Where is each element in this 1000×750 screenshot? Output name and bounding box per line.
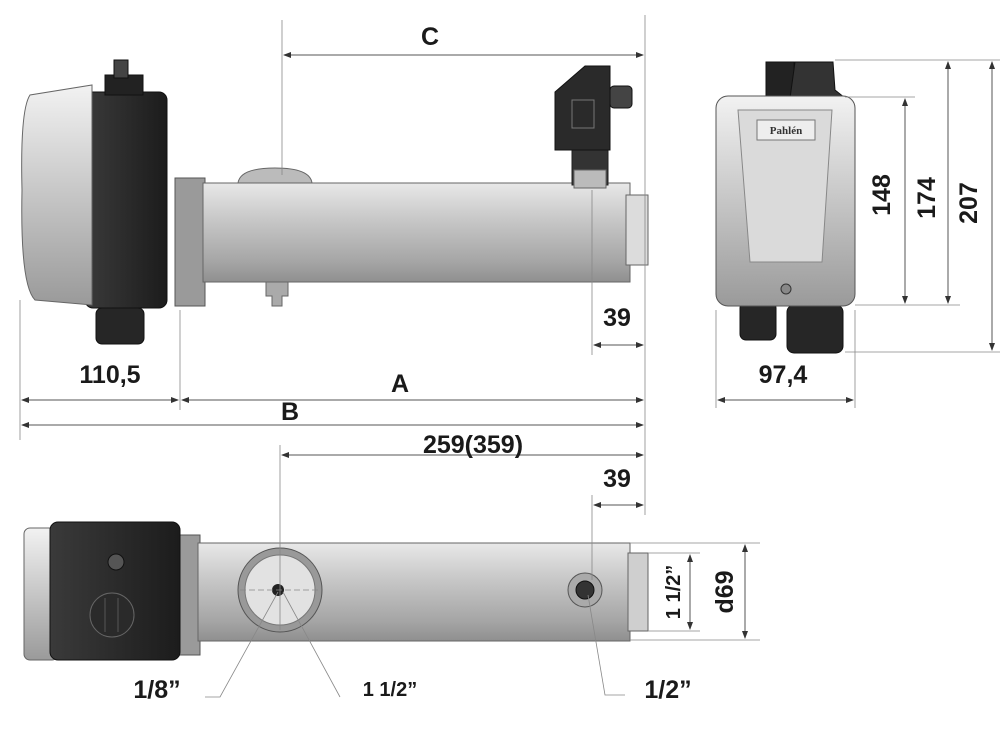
height-148-label: 148 [868, 174, 896, 216]
top-port-dome [237, 167, 313, 184]
cable-gland [609, 85, 633, 109]
bottom-dimensions: 259(359) 39 1 1/2” d69 1/8” 1 1/2” 1/2” [133, 431, 760, 704]
brand-logo [756, 119, 816, 141]
side-gland-small [739, 301, 777, 341]
elbow-connector [554, 65, 611, 151]
top-dimensions: C 110,5 A B 39 [19, 15, 646, 515]
side-knob-base [765, 61, 795, 103]
bottom-end-thread [627, 552, 649, 632]
sensor-port-callout: 1/8” [133, 676, 180, 704]
thread-end-label: 1 1/2” [663, 565, 685, 619]
top-view [21, 59, 649, 345]
dimension-c-label: C [421, 23, 439, 51]
brand-logo-text: Pahlén [770, 125, 802, 137]
flange [174, 177, 206, 307]
dimension-box-width-label: 110,5 [79, 361, 140, 389]
tube-end-thread [625, 194, 649, 266]
diameter-label: d69 [711, 570, 739, 613]
height-207-label: 207 [955, 182, 983, 224]
dimension-b-label: B [281, 398, 299, 426]
side-control-knob [789, 61, 847, 99]
thermostat-dial[interactable] [89, 592, 135, 638]
side-gland-large [786, 304, 844, 354]
bottom-fitting [265, 281, 289, 307]
indicator-light-icon [107, 553, 125, 571]
connector-nut [573, 169, 607, 189]
side-width-label: 97,4 [759, 361, 808, 389]
side-view: Pahlén [715, 61, 856, 354]
port-distance-label: 259(359) [423, 431, 523, 459]
drain-port-hole [575, 580, 595, 600]
dimension-end-offset-bottom-label: 39 [603, 465, 631, 493]
connector-face [571, 99, 595, 129]
cable-gland-bottom [95, 307, 145, 345]
bottom-flange [177, 534, 201, 656]
bottom-box [49, 521, 181, 661]
side-dimensions: 148 174 207 97,4 [715, 59, 1000, 408]
drain-port-callout: 1/2” [644, 676, 691, 704]
side-cover-panel [737, 109, 833, 263]
screw-icon [780, 283, 792, 295]
control-box-body [84, 91, 168, 309]
sight-port-callout: 1 1/2” [363, 679, 417, 701]
control-box-cover [21, 84, 93, 306]
height-174-label: 174 [913, 177, 941, 219]
heater-tube [202, 182, 631, 283]
bottom-view [23, 445, 649, 661]
dimension-end-offset-top-label: 39 [603, 304, 631, 332]
control-knob [113, 59, 129, 79]
dimension-a-label: A [391, 370, 409, 398]
